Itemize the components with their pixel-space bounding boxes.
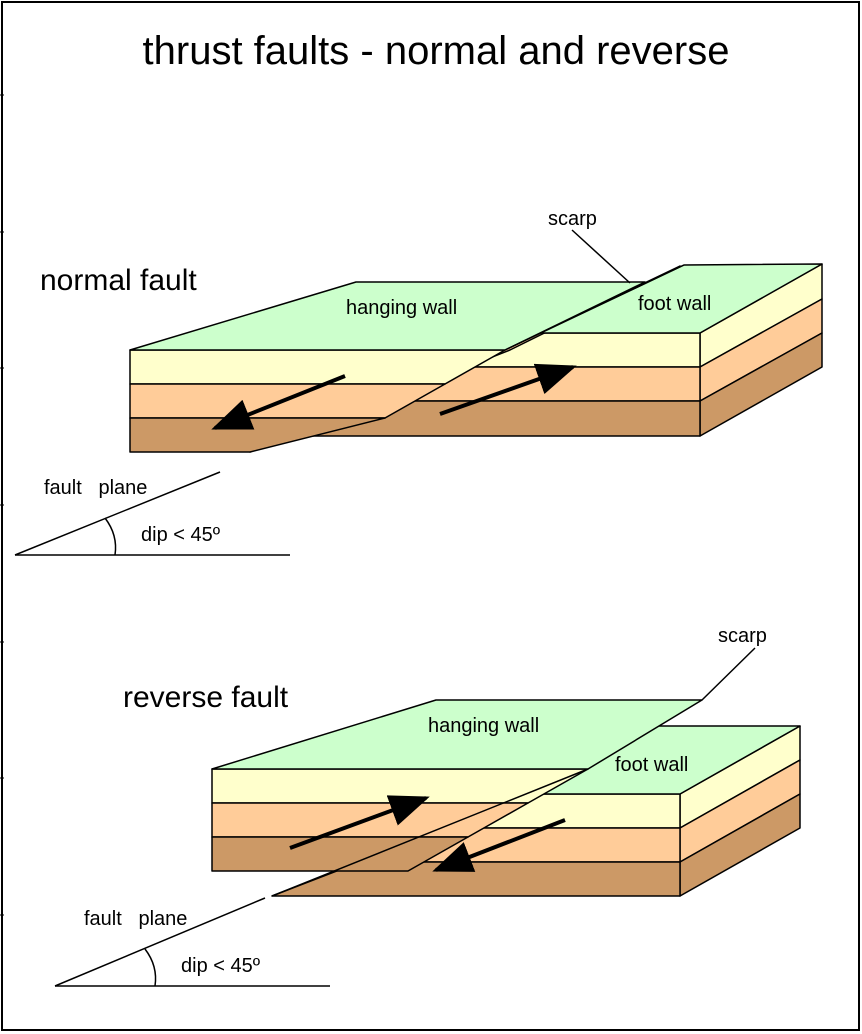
reverse-hangingwall-front-layer-1 — [211, 768, 589, 804]
normal-scarp-leader — [571, 229, 631, 284]
normal-fault-trace — [504, 264, 685, 351]
normal-dip-arc — [104, 517, 117, 556]
reverse-hanging-wall-label: hanging wall — [428, 715, 539, 737]
normal-scarp-label: scarp — [548, 208, 597, 230]
normal-hangingwall-front-layer-1 — [129, 349, 506, 385]
reverse-dip-diagram — [54, 897, 330, 987]
normal-dip-plane-line — [14, 471, 221, 556]
reverse-dip-plane-line — [54, 897, 266, 987]
normal-hangingwall-front-layer-3 — [129, 417, 386, 453]
reverse-fault-trace — [271, 768, 589, 897]
page-title: thrust faults - normal and reverse — [143, 29, 730, 73]
normal-hangingwall-arrow — [211, 374, 346, 430]
normal-hanging-wall-label: hanging wall — [346, 297, 457, 319]
normal-fault-plane-label: fault plane — [44, 477, 147, 499]
reverse-dip-arc — [144, 948, 157, 987]
normal-hangingwall-top — [129, 281, 646, 351]
reverse-dip-label: dip < 45º — [181, 955, 261, 977]
edge-ticks — [0, 94, 4, 916]
normal-foot-wall-label: foot wall — [638, 293, 711, 315]
normal-fault-heading: normal fault — [40, 264, 197, 297]
reverse-hangingwall-arrow — [289, 795, 430, 850]
reverse-fault-plane-label: fault plane — [84, 908, 187, 930]
reverse-scarp-leader — [701, 647, 756, 701]
normal-footwall-arrow — [439, 363, 577, 416]
reverse-hangingwall-front-layer-3 — [211, 836, 469, 872]
reverse-footwall-arrow — [432, 818, 566, 872]
reverse-scarp-label: scarp — [718, 625, 767, 647]
reverse-foot-wall-label: foot wall — [615, 754, 688, 776]
reverse-fault-heading: reverse fault — [123, 681, 289, 714]
normal-dip-label: dip < 45º — [141, 524, 221, 546]
normal-fault-block — [129, 263, 823, 453]
normal-dip-diagram — [14, 471, 290, 556]
